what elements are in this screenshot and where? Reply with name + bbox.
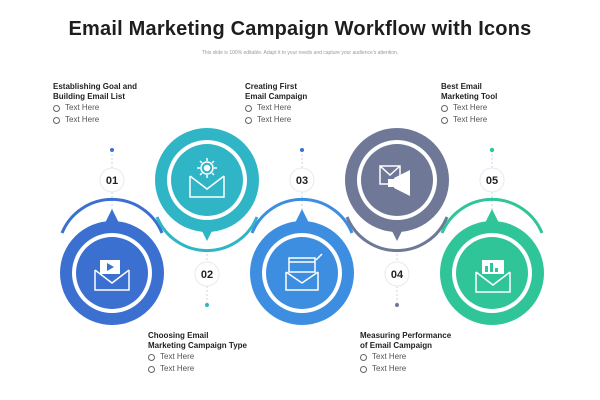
- step-2-heading-line1: Choosing Email: [148, 331, 209, 340]
- email-video-icon: [94, 260, 130, 291]
- step-5-heading-line2: Marketing Tool: [441, 92, 498, 101]
- step-4-bullet-1: Text Here: [360, 351, 451, 363]
- connector-dots: [110, 147, 495, 307]
- step-2-bullet-2: Text Here: [148, 363, 247, 375]
- page-title: Email Marketing Campaign Workflow with I…: [68, 18, 532, 40]
- connectors: [111, 150, 493, 305]
- step-3-number: 03: [296, 175, 308, 187]
- step-3-bullet-2: Text Here: [245, 114, 307, 126]
- step-1-number: 01: [106, 175, 118, 187]
- step-2-circle: [155, 128, 259, 253]
- step-4-heading-line1: Measuring Performance: [360, 331, 452, 340]
- step-3-circle: [250, 197, 354, 325]
- step-4-number: 04: [391, 269, 404, 281]
- step-3-heading-line2: Email Campaign: [245, 92, 308, 101]
- step-5-bullet-1: Text Here: [441, 102, 497, 114]
- step-1-bullet-1: Text Here: [53, 102, 137, 114]
- step-1-heading-line1: Establishing Goal and: [53, 82, 138, 91]
- step-3-bullet-1: Text Here: [245, 102, 307, 114]
- page-subtitle: This slide is 100% editable. Adapt it to…: [201, 50, 399, 56]
- step-5-bullet-2: Text Here: [441, 114, 497, 126]
- step-3-text: Creating First Email Campaign Text Here …: [245, 82, 307, 126]
- email-megaphone-icon: [379, 165, 410, 196]
- step-5-circle: [440, 197, 544, 325]
- email-gear-icon: [189, 158, 225, 198]
- step-3-heading-line1: Creating First: [245, 82, 298, 91]
- step-1-heading-line2: Building Email List: [53, 92, 126, 101]
- step-5-number: 05: [486, 175, 498, 187]
- email-calendar-icon: [285, 253, 323, 291]
- step-2-bullet-1: Text Here: [148, 351, 247, 363]
- step-2-text: Choosing Email Marketing Campaign Type T…: [148, 331, 247, 375]
- email-chart-icon: [475, 260, 511, 293]
- step-5-heading-line1: Best Email: [441, 82, 482, 91]
- step-4-heading-line2: of Email Campaign: [360, 341, 433, 350]
- step-1-text: Establishing Goal and Building Email Lis…: [53, 82, 137, 126]
- step-1-bullet-2: Text Here: [53, 114, 137, 126]
- step-4-bullet-2: Text Here: [360, 363, 451, 375]
- step-4-circle: [345, 128, 449, 253]
- number-badges: 01 02 03 04 05: [99, 167, 505, 287]
- step-2-heading-line2: Marketing Campaign Type: [148, 341, 247, 350]
- step-5-text: Best Email Marketing Tool Text Here Text…: [441, 82, 497, 126]
- step-4-text: Measuring Performance of Email Campaign …: [360, 331, 451, 375]
- step-2-number: 02: [201, 269, 213, 281]
- step-1-circle: [60, 197, 164, 325]
